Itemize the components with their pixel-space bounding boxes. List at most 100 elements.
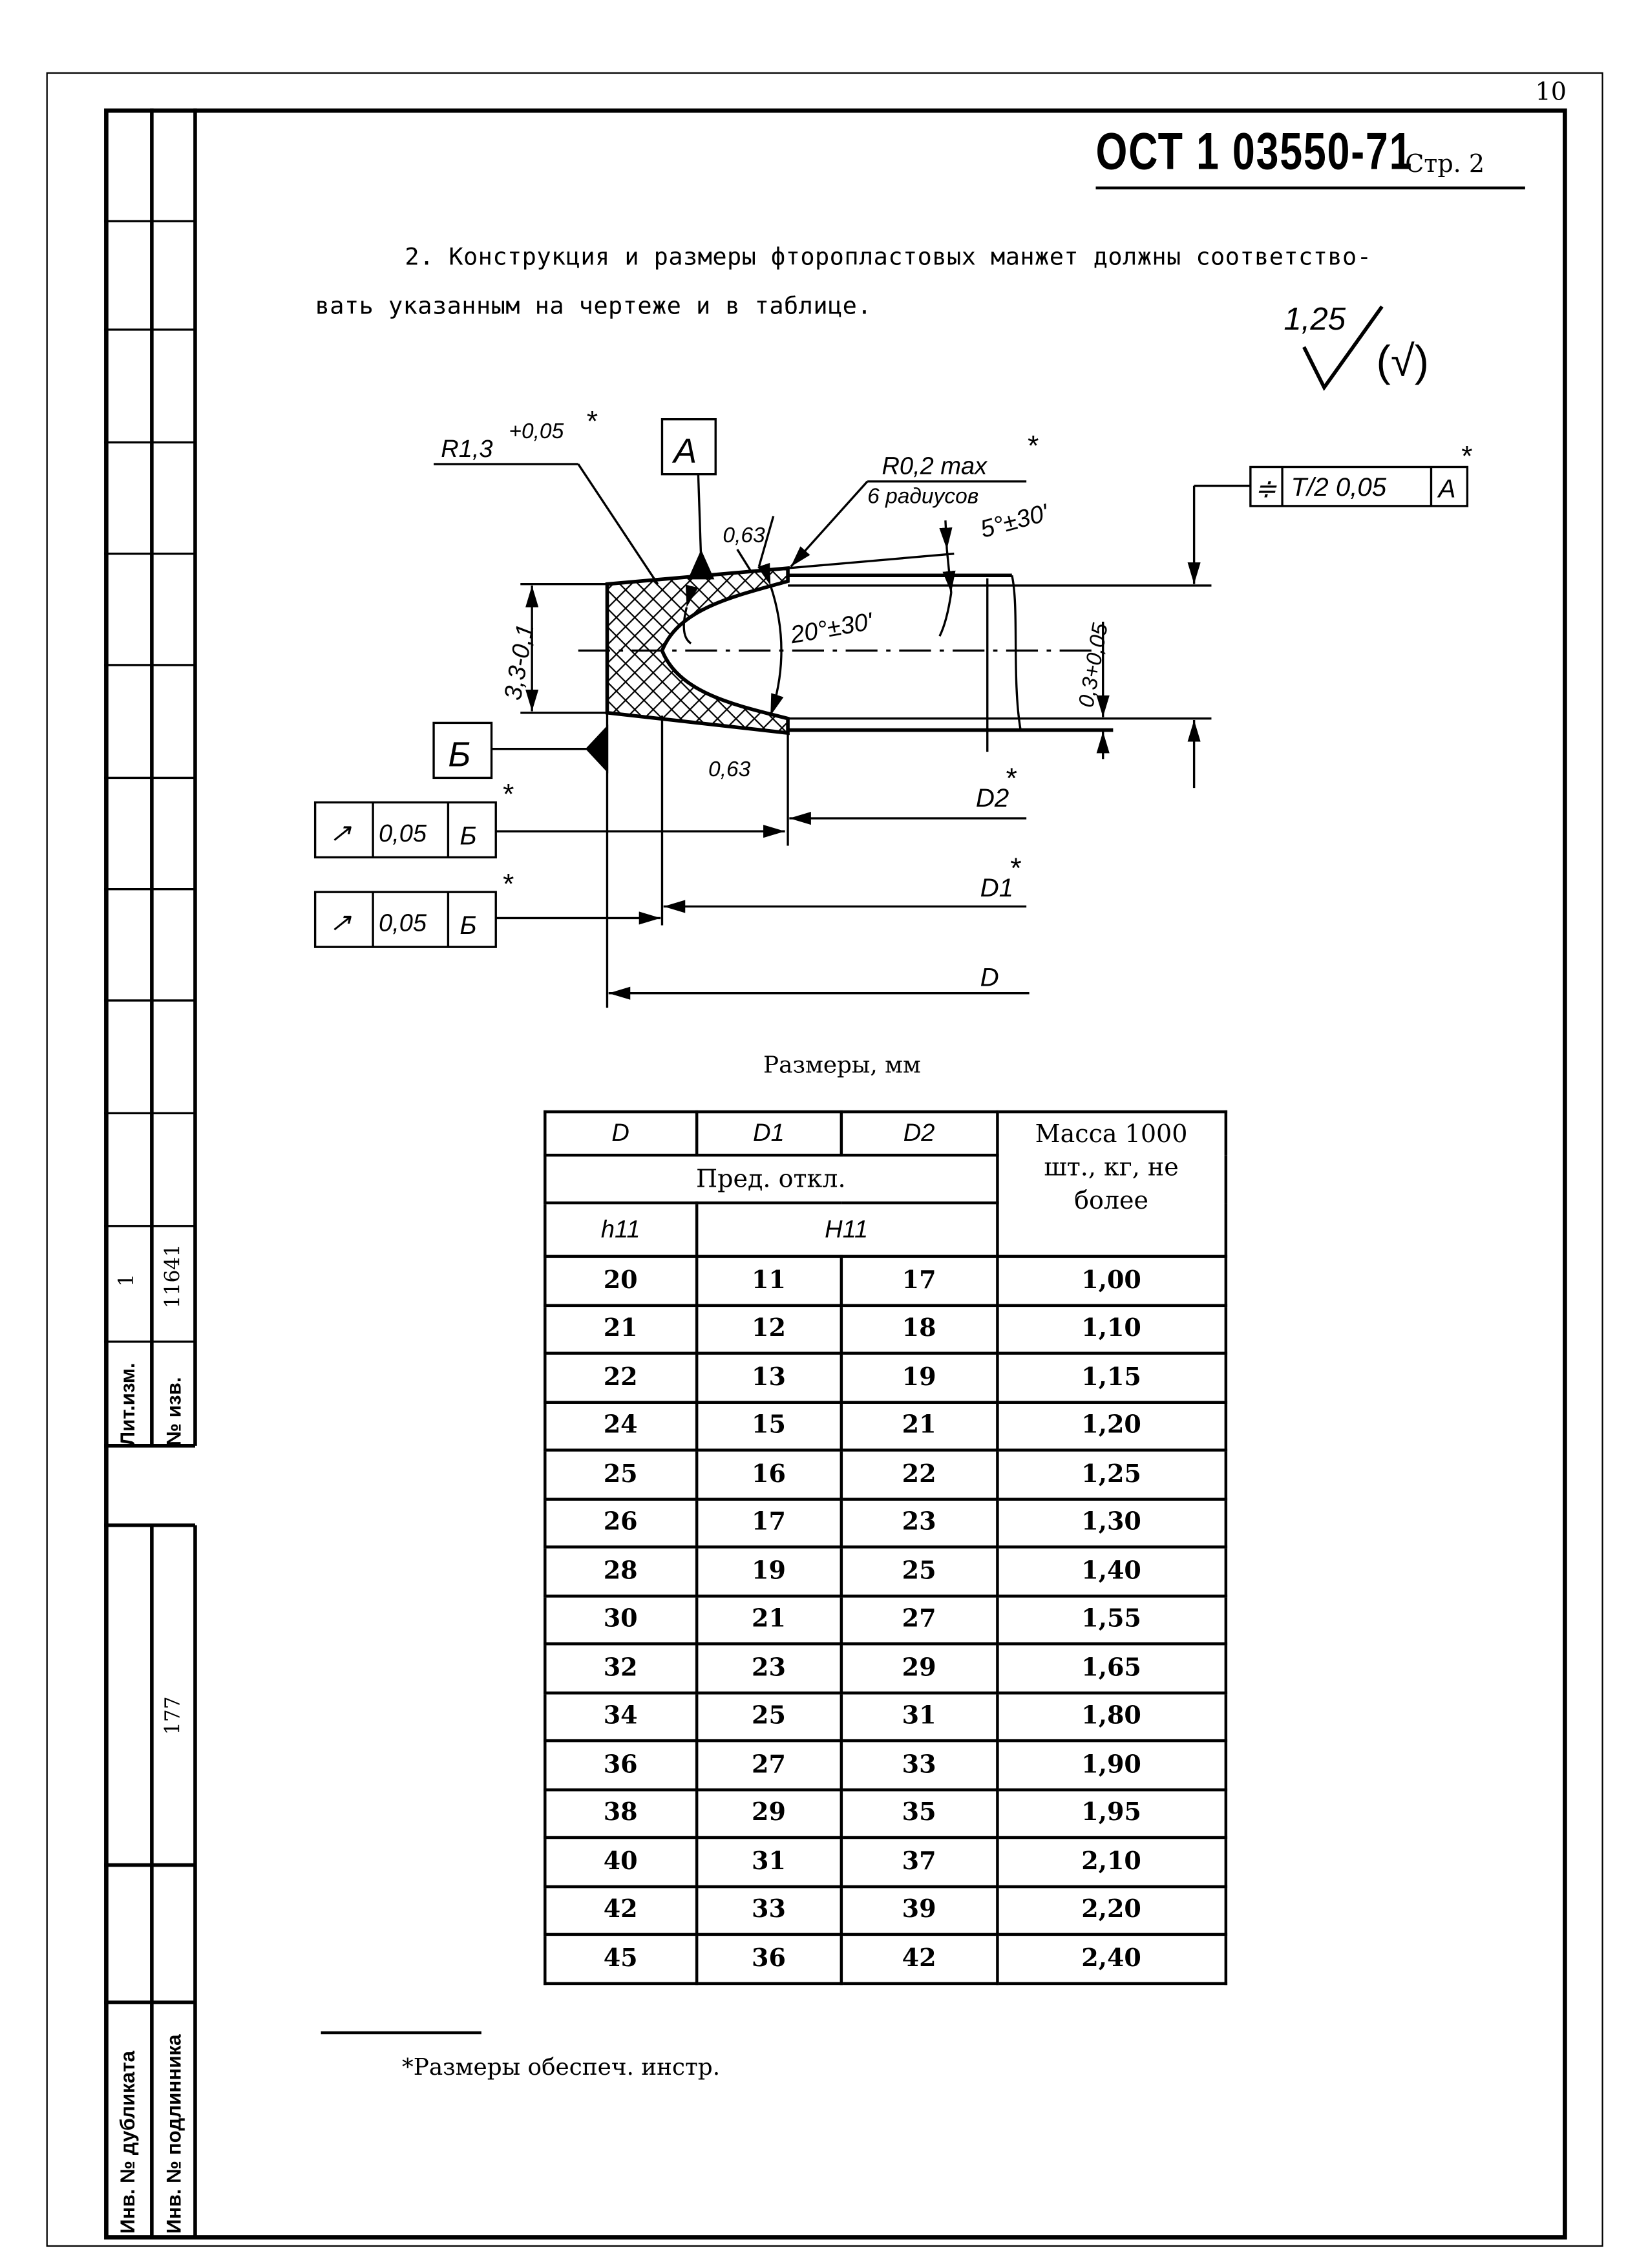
cell-d: 40 [544, 1836, 698, 1888]
asterisk: * [502, 868, 514, 900]
datum-b-label: Б [448, 736, 470, 774]
cell-d: 25 [544, 1448, 698, 1500]
header-h11: h11 [544, 1201, 698, 1258]
cell-d: 32 [544, 1642, 698, 1694]
cell-d: 36 [544, 1739, 698, 1791]
cell-d: 26 [544, 1497, 698, 1549]
cell-d1: 29 [694, 1787, 843, 1839]
side-strip-grid [104, 108, 197, 2238]
cell-d: 22 [544, 1351, 698, 1403]
cell-d1: 33 [694, 1884, 843, 1936]
paragraph-line-1: 2. Конструкция и размеры фторопластовых … [405, 242, 1372, 271]
no-izv-value: 11641 [162, 1244, 185, 1309]
runout-tolerance: 0,05 [379, 910, 427, 937]
cell-mass: 2,40 [995, 1933, 1228, 1985]
d1-label: D1 [980, 873, 1013, 902]
cell-mass: 2,20 [995, 1884, 1228, 1936]
header-tolerance: Пред. откл. [544, 1153, 998, 1205]
standard-number: ОСТ 1 03550-71 [1095, 121, 1413, 181]
cell-d2: 23 [840, 1497, 998, 1549]
cell-d2: 39 [840, 1884, 998, 1936]
cell-d1: 25 [694, 1691, 843, 1743]
cell-d: 20 [544, 1255, 698, 1306]
cell-mass: 1,15 [995, 1351, 1228, 1403]
r02-note: 6 радиусов [867, 484, 978, 508]
asterisk: * [502, 779, 514, 811]
cell-d2: 29 [840, 1642, 998, 1694]
table-header-row: D D1 D2 Масса 1000 шт., кг, не более [544, 1110, 1228, 1258]
cell-d2: 35 [840, 1787, 998, 1839]
cell-d1: 21 [694, 1594, 843, 1646]
cell-d: 42 [544, 1884, 698, 1936]
cell-d1: 19 [694, 1545, 843, 1597]
cell-d1: 15 [694, 1400, 843, 1452]
asterisk: * [1005, 763, 1017, 794]
seal-drawing: R1,3 +0,05 * А 0,63 0,63 R0,2 max * 6 ра… [313, 406, 1472, 1008]
outer-frame [46, 72, 1603, 2247]
inv-podl-label: Инв. № подлинника [162, 2034, 185, 2234]
cell-d2: 22 [840, 1448, 998, 1500]
cell-mass: 1,40 [995, 1545, 1228, 1597]
height-dimension: 3,3-0,1 [500, 622, 540, 703]
cell-d2: 25 [840, 1545, 998, 1597]
radius-tolerance: +0,05 [509, 419, 564, 443]
cell-d1: 11 [694, 1255, 843, 1306]
cell-d: 21 [544, 1303, 698, 1355]
cell-d1: 17 [694, 1497, 843, 1549]
header-d2: D2 [840, 1110, 998, 1157]
inner-frame [104, 108, 1567, 2240]
cell-d1: 12 [694, 1303, 843, 1355]
cell-d2: 42 [840, 1933, 998, 1985]
cell-mass: 1,65 [995, 1642, 1228, 1694]
roughness-top: 0,63 [723, 524, 765, 547]
datum-a-label: А [671, 432, 697, 471]
cell-d: 30 [544, 1594, 698, 1646]
d2-label: D2 [976, 783, 1009, 812]
page-number: 10 [1535, 78, 1567, 107]
symmetry-symbol: ≑ [1255, 474, 1278, 503]
footnote: *Размеры обеспеч. инстр. [401, 2053, 721, 2081]
radius-label: R1,3 [441, 436, 492, 463]
cell-d: 38 [544, 1787, 698, 1839]
symmetry-tolerance: T/2 0,05 [1291, 472, 1386, 502]
cell-d2: 19 [840, 1351, 998, 1403]
cell-d2: 27 [840, 1594, 998, 1646]
runout-symbol: ↗ [330, 818, 352, 847]
runout-datum: Б [460, 821, 476, 850]
roughness-bottom: 0,63 [708, 758, 751, 781]
cell-mass: 1,20 [995, 1400, 1228, 1452]
cell-mass: 1,10 [995, 1303, 1228, 1355]
cell-d: 45 [544, 1933, 698, 1985]
cell-d1: 36 [694, 1933, 843, 1985]
cell-d1: 23 [694, 1642, 843, 1694]
inv-dubl-label: Инв. № дубликата [115, 2050, 139, 2234]
roughness-value: 1,25 [1284, 301, 1346, 337]
roughness-symbol: (√) [1376, 338, 1430, 387]
footnote-rule [321, 2031, 481, 2035]
angle-large: 20°±30' [788, 608, 876, 649]
cell-mass: 1,00 [995, 1255, 1228, 1306]
header-d1: D1 [694, 1110, 843, 1157]
cell-d2: 21 [840, 1400, 998, 1452]
cell-mass: 1,80 [995, 1691, 1228, 1743]
r02-label: R0,2 max [882, 453, 988, 480]
symmetry-datum: А [1437, 474, 1456, 503]
cell-d2: 37 [840, 1836, 998, 1888]
no-izv-label: № изв. [162, 1377, 185, 1446]
page-label: Стр. 2 [1405, 150, 1485, 180]
cell-d: 28 [544, 1545, 698, 1597]
runout-symbol: ↗ [330, 908, 352, 937]
header-H11: H11 [694, 1201, 998, 1258]
angle-small: 5°±30' [978, 499, 1053, 544]
